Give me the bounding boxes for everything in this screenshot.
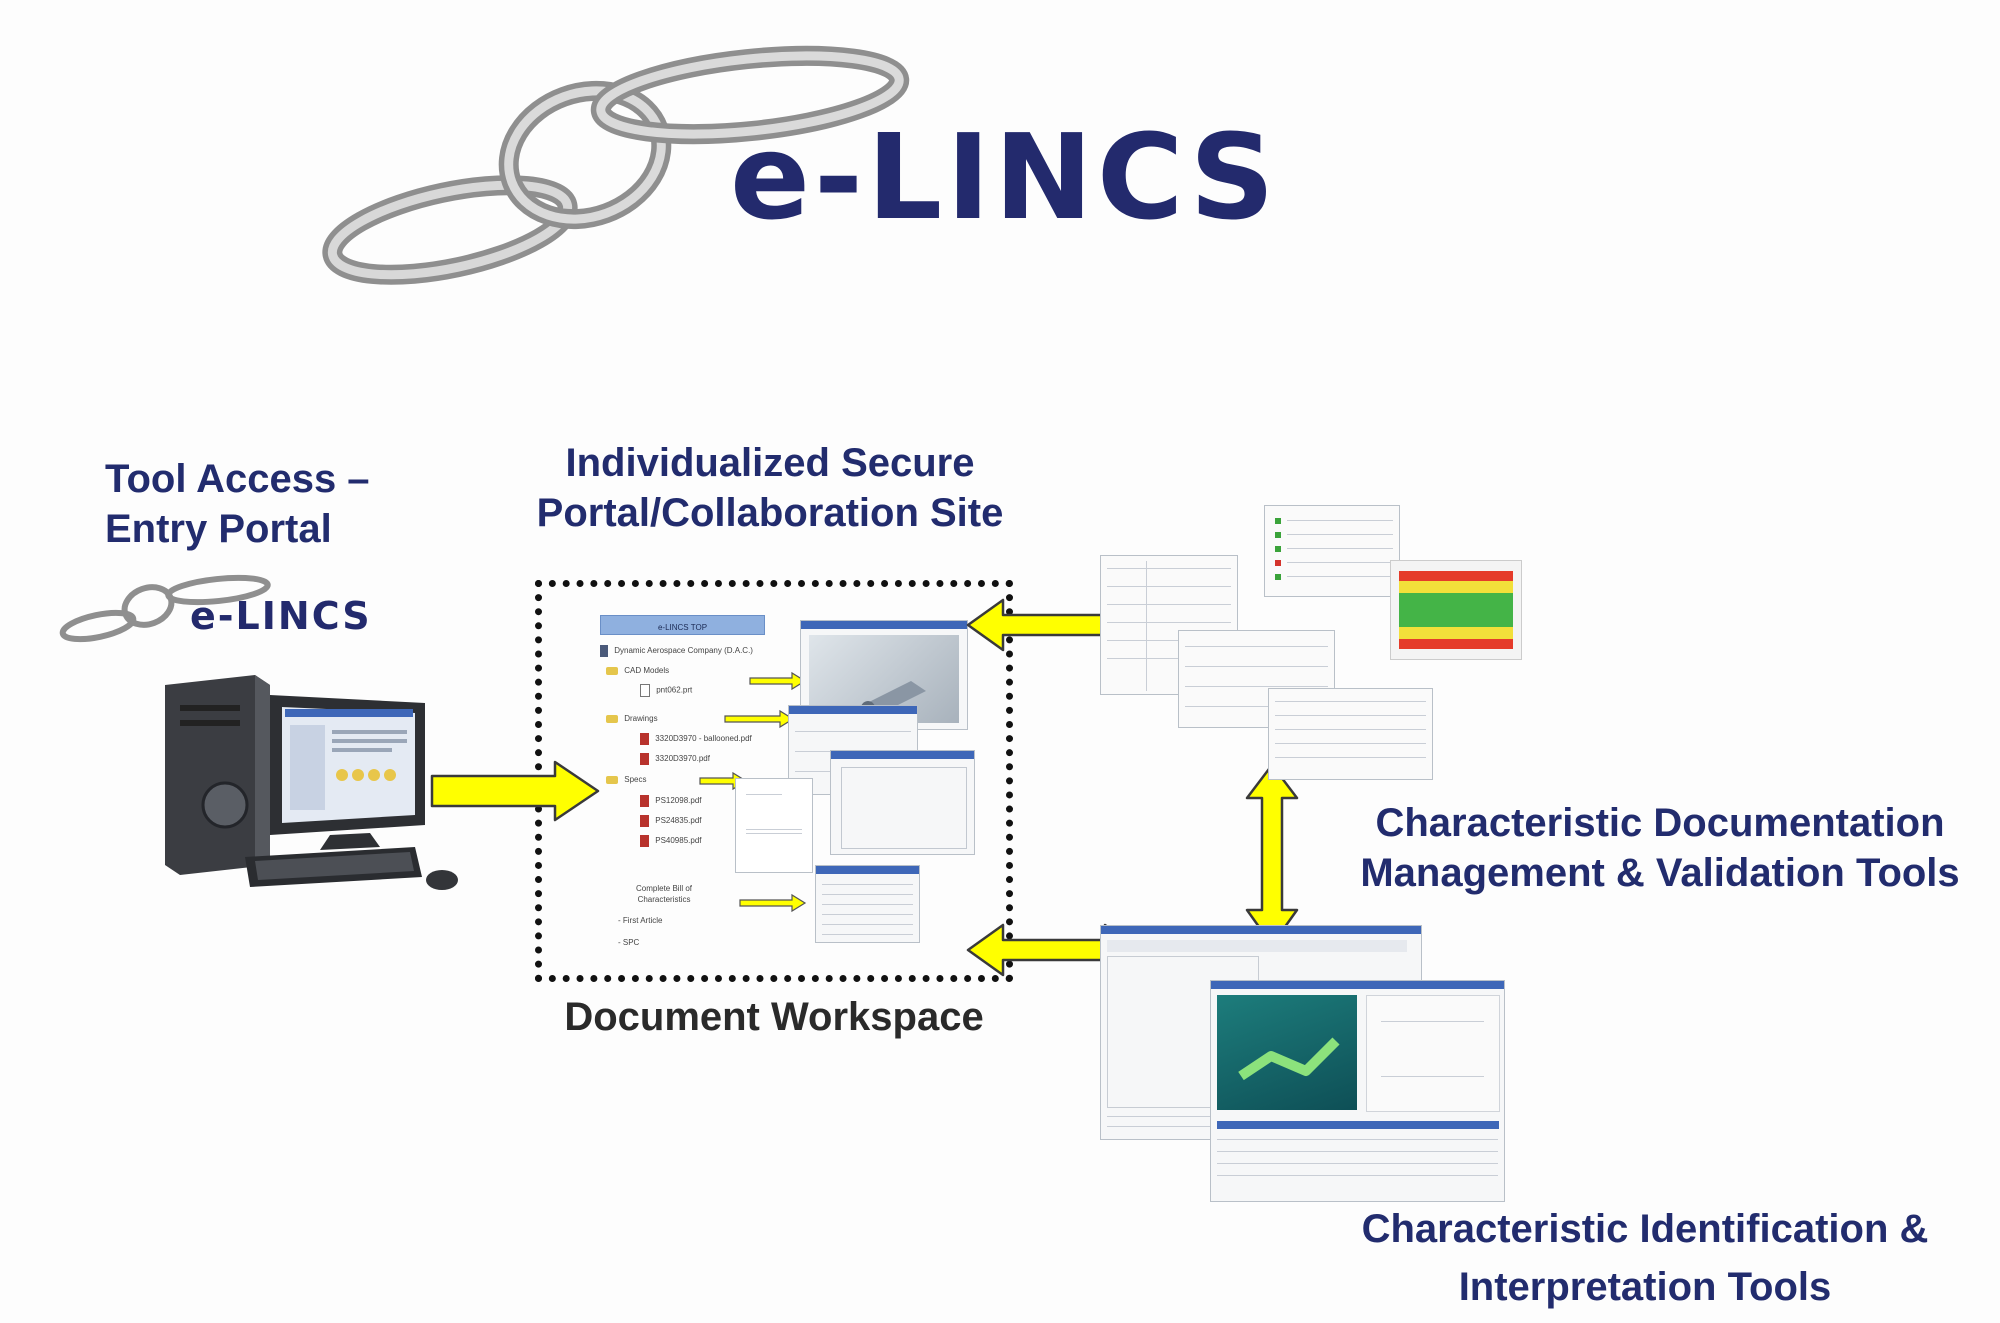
drawing-file-1-label: 3320D3970 - ballooned.pdf bbox=[655, 734, 752, 744]
drawings-folder-node[interactable]: Drawings bbox=[606, 714, 658, 723]
spec-document-thumbnail bbox=[735, 778, 813, 873]
folder-icon bbox=[606, 714, 618, 723]
3d-part-icon bbox=[1238, 1037, 1340, 1081]
desktop-computer bbox=[160, 675, 480, 905]
spec-file-1-node[interactable]: PS12098.pdf bbox=[640, 795, 702, 807]
id-label-line2: Interpretation Tools bbox=[1458, 1265, 1832, 1309]
portal-title: Individualized Secure Portal/Collaborati… bbox=[520, 438, 1020, 538]
company-label: Dynamic Aerospace Company (D.A.C.) bbox=[614, 646, 753, 656]
specs-folder-label: Specs bbox=[624, 775, 647, 784]
spec-file-3-node[interactable]: PS40985.pdf bbox=[640, 835, 702, 847]
small-logo-chain-icon bbox=[59, 574, 271, 643]
computer-to-workspace-arrow bbox=[430, 760, 600, 822]
company-node[interactable]: Dynamic Aerospace Company (D.A.C.) bbox=[600, 645, 753, 657]
logo-chain-icon bbox=[322, 45, 910, 285]
server-icon bbox=[600, 645, 608, 657]
entry-title-line1: Tool Access – bbox=[105, 457, 370, 501]
bill-line1: Complete Bill of bbox=[636, 884, 693, 893]
3d-model-view bbox=[1217, 995, 1357, 1110]
workspace-arrows bbox=[699, 671, 807, 913]
computer-tower-icon bbox=[165, 675, 458, 890]
cad-file-label: pnt062.prt bbox=[656, 685, 693, 695]
folder-icon bbox=[606, 775, 618, 784]
spec-file-1-label: PS12098.pdf bbox=[655, 796, 702, 806]
id-tool-3d-window bbox=[1210, 980, 1505, 1202]
bill-table-thumbnail bbox=[815, 865, 920, 943]
small-logo-title: e-LINCS bbox=[190, 594, 372, 638]
doc-tool-status-list bbox=[1264, 505, 1400, 597]
workspace-tree: e-LINCS TOP Dynamic Aerospace Company (D… bbox=[598, 615, 818, 955]
folder-icon bbox=[606, 666, 618, 675]
drawing-file-2-node[interactable]: 3320D3970.pdf bbox=[640, 753, 710, 765]
pdf-icon bbox=[640, 795, 649, 807]
drawing-file-1-node[interactable]: 3320D3970 - ballooned.pdf bbox=[640, 733, 752, 745]
spec-file-3-label: PS40985.pdf bbox=[655, 836, 702, 846]
pdf-icon bbox=[640, 733, 649, 745]
logo-title: e-LINCS bbox=[730, 108, 1279, 246]
portal-title-line2: Portal/Collaboration Site bbox=[536, 491, 1004, 535]
cad-file-node[interactable]: pnt062.prt bbox=[640, 684, 692, 697]
cad-folder-label: CAD Models bbox=[624, 666, 670, 675]
cad-folder-node[interactable]: CAD Models bbox=[606, 666, 669, 675]
pdf-icon bbox=[640, 753, 649, 765]
doc-label-line1: Characteristic Documentation bbox=[1375, 801, 1945, 845]
spc-node[interactable]: - SPC bbox=[618, 938, 640, 947]
first-article-node[interactable]: - First Article bbox=[618, 916, 663, 925]
portal-title-line1: Individualized Secure bbox=[565, 441, 975, 485]
id-label-line1: Characteristic Identification & bbox=[1361, 1207, 1929, 1251]
doc-label-line2: Management & Validation Tools bbox=[1360, 851, 1960, 895]
entry-title-line2: Entry Portal bbox=[105, 507, 332, 551]
doc-tool-form-1 bbox=[1100, 555, 1238, 695]
pdf-icon bbox=[640, 835, 649, 847]
document-workspace-caption: Document Workspace bbox=[564, 995, 984, 1039]
drawing-file-2-label: 3320D3970.pdf bbox=[655, 754, 710, 764]
doc-tool-color-band-chart bbox=[1390, 560, 1522, 660]
drawings-folder-label: Drawings bbox=[624, 714, 658, 723]
doc-tool-form-3 bbox=[1268, 688, 1433, 780]
small-arrow-icon bbox=[739, 893, 807, 913]
top-button[interactable]: e-LINCS TOP bbox=[600, 615, 765, 635]
specs-folder-node[interactable]: Specs bbox=[606, 775, 646, 784]
small-arrow-icon bbox=[724, 709, 795, 729]
pdf-icon bbox=[640, 815, 649, 827]
bill-of-characteristics-node[interactable]: Complete Bill of Characteristics bbox=[636, 883, 692, 905]
top-button-label: e-LINCS TOP bbox=[657, 623, 708, 632]
entry-portal-title: Tool Access – Entry Portal bbox=[105, 454, 370, 554]
small-arrow-icon bbox=[749, 671, 807, 691]
documentation-tools-label: Characteristic Documentation Management … bbox=[1330, 798, 1990, 898]
documentation-to-identification-arrow bbox=[1245, 763, 1299, 947]
file-icon bbox=[640, 684, 650, 697]
identification-tools-label: Characteristic Identification & Interpre… bbox=[1320, 1200, 1970, 1316]
drawing-thumbnail-2 bbox=[830, 750, 975, 855]
spec-file-2-node[interactable]: PS24835.pdf bbox=[640, 815, 702, 827]
spec-file-2-label: PS24835.pdf bbox=[655, 816, 702, 826]
bill-line2: Characteristics bbox=[637, 895, 691, 904]
